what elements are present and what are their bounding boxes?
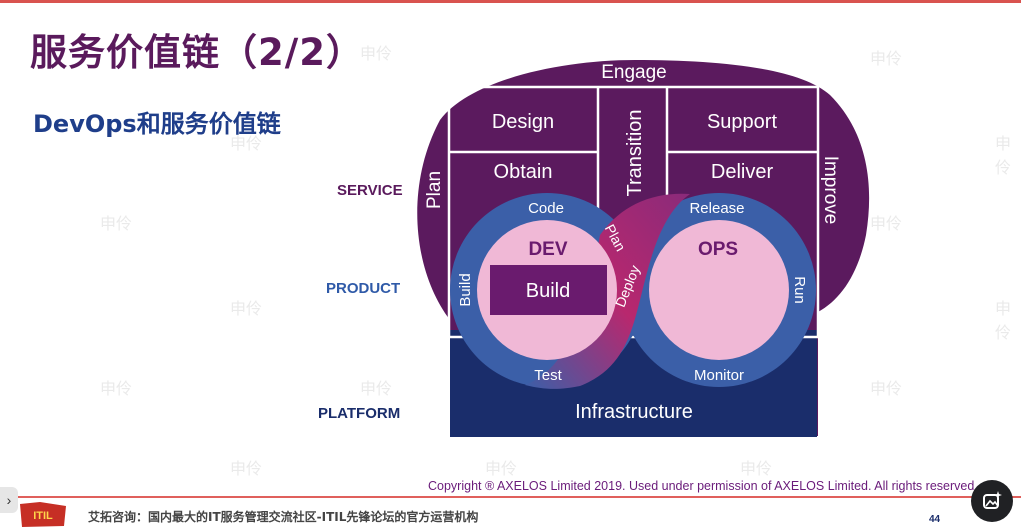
monitor-label: Monitor bbox=[694, 367, 744, 384]
footer-text: 艾拓咨询：国内最大的IT服务管理交流社区-ITIL先锋论坛的官方运营机构 bbox=[88, 510, 479, 524]
chevron-right-icon: › bbox=[6, 492, 12, 508]
page-number: 44 bbox=[929, 514, 941, 525]
run-loop-label: Run bbox=[791, 276, 808, 304]
deliver-label: Deliver bbox=[711, 161, 774, 183]
support-label: Support bbox=[707, 111, 777, 133]
design-label: Design bbox=[492, 111, 554, 133]
obtain-label: Obtain bbox=[494, 161, 553, 183]
improve-label: Improve bbox=[820, 156, 841, 225]
infrastructure-label: Infrastructure bbox=[575, 401, 693, 423]
transition-label: Transition bbox=[624, 109, 646, 196]
ops-label: OPS bbox=[698, 239, 738, 260]
ops-core bbox=[649, 220, 789, 360]
slide-title: 服务价值链（2/2） bbox=[30, 31, 365, 74]
plan-vertical-label: Plan bbox=[424, 171, 445, 209]
release-label: Release bbox=[689, 200, 744, 217]
engage-label: Engage bbox=[601, 62, 667, 83]
build-box bbox=[490, 265, 607, 315]
dev-label: DEV bbox=[528, 239, 567, 260]
prev-nav-button[interactable]: › bbox=[0, 487, 18, 513]
build-loop-label: Build bbox=[457, 273, 474, 306]
itil-logo-text: ITIL bbox=[33, 510, 53, 522]
code-label: Code bbox=[528, 200, 564, 217]
slide-subtitle: DevOps和服务价值链 bbox=[33, 110, 281, 138]
image-sparkle-icon bbox=[983, 491, 1002, 509]
top-accent-line bbox=[0, 0, 1021, 3]
build-box-label: Build bbox=[526, 280, 570, 302]
copyright-notice: Copyright ® AXELOS Limited 2019. Used un… bbox=[428, 479, 978, 493]
test-label: Test bbox=[534, 367, 562, 384]
itil-logo: ITIL bbox=[20, 502, 66, 527]
image-action-button[interactable] bbox=[971, 480, 1013, 522]
label-service: SERVICE bbox=[337, 182, 403, 199]
bottom-accent-line bbox=[0, 496, 1021, 498]
label-product: PRODUCT bbox=[326, 280, 401, 297]
label-platform: PLATFORM bbox=[318, 405, 401, 422]
